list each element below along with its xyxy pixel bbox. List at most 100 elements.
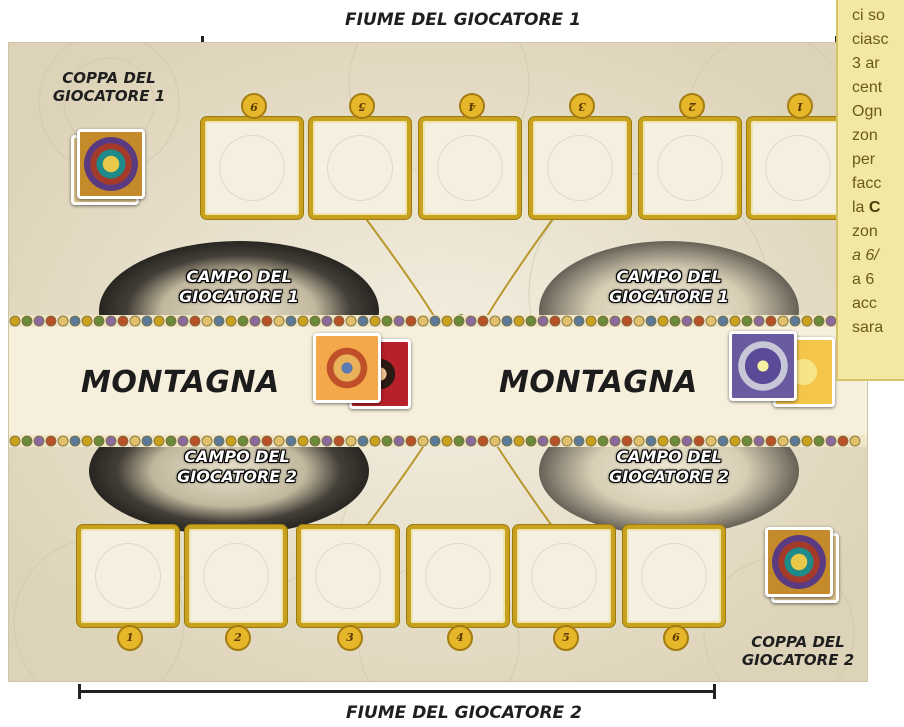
bead — [93, 315, 105, 327]
bead — [669, 315, 681, 327]
right-mountain-cards[interactable] — [729, 331, 839, 409]
panel-line: Ogn — [852, 103, 883, 120]
bead — [177, 315, 189, 327]
bead — [549, 435, 561, 447]
bead — [429, 315, 441, 327]
bead — [501, 435, 513, 447]
river-1-slot[interactable] — [419, 117, 521, 219]
left-field-player-1[interactable]: CAMPO DEL GIOCATORE 1 — [159, 267, 319, 307]
bead — [477, 315, 489, 327]
bead — [201, 315, 213, 327]
river-2-slot[interactable] — [77, 525, 179, 627]
right-field-player-2[interactable]: CAMPO DEL GIOCATORE 2 — [589, 447, 749, 487]
bead — [141, 315, 153, 327]
bead — [465, 315, 477, 327]
bead — [453, 315, 465, 327]
right-field-player-1-label: CAMPO DEL GIOCATORE 1 — [609, 267, 729, 306]
bead — [213, 315, 225, 327]
cup-player-2[interactable] — [765, 527, 839, 605]
bead — [285, 315, 297, 327]
bead — [189, 315, 201, 327]
bead — [537, 315, 549, 327]
bead — [609, 315, 621, 327]
bead — [369, 435, 381, 447]
bead — [405, 315, 417, 327]
bead — [249, 315, 261, 327]
bead — [693, 315, 705, 327]
bead — [309, 315, 321, 327]
bead — [789, 315, 801, 327]
panel-line: zon — [852, 223, 878, 240]
bead — [645, 435, 657, 447]
bead — [69, 435, 81, 447]
cup-card-mandala — [765, 527, 833, 597]
bead — [573, 315, 585, 327]
bead — [345, 315, 357, 327]
bead — [345, 435, 357, 447]
river-2-slot[interactable] — [623, 525, 725, 627]
river-2-number: 2 — [225, 625, 251, 651]
panel-line: ciasc — [852, 31, 889, 48]
bead — [597, 435, 609, 447]
bead — [129, 315, 141, 327]
river-1-slot[interactable] — [201, 117, 303, 219]
river-2-slot[interactable] — [407, 525, 509, 627]
river-1-number: 5 — [349, 93, 375, 119]
panel-line: sara — [852, 319, 884, 336]
bead — [537, 435, 549, 447]
bead — [201, 435, 213, 447]
mountain-band — [9, 323, 867, 435]
bead — [585, 315, 597, 327]
bead — [249, 435, 261, 447]
left-field-player-2-label: CAMPO DEL GIOCATORE 2 — [177, 447, 297, 486]
bead — [753, 315, 765, 327]
river-2-slot[interactable] — [185, 525, 287, 627]
right-field-player-1[interactable]: CAMPO DEL GIOCATORE 1 — [589, 267, 749, 307]
river-1-slot[interactable] — [309, 117, 411, 219]
bottom-bead-border — [9, 435, 867, 447]
bead — [693, 435, 705, 447]
bead — [165, 435, 177, 447]
top-bead-border — [9, 315, 867, 327]
bead — [357, 435, 369, 447]
bead — [729, 435, 741, 447]
panel-line: acc — [852, 295, 877, 312]
river-2-slot[interactable] — [297, 525, 399, 627]
bead — [513, 435, 525, 447]
river-1-number: 3 — [569, 93, 595, 119]
bead — [717, 435, 729, 447]
bead — [789, 435, 801, 447]
bead — [837, 435, 849, 447]
bead — [45, 435, 57, 447]
left-field-player-2[interactable]: CAMPO DEL GIOCATORE 2 — [157, 447, 317, 487]
mountain-card-orange — [313, 333, 381, 403]
bead — [777, 435, 789, 447]
bead — [21, 315, 33, 327]
bead — [129, 435, 141, 447]
bead — [741, 435, 753, 447]
panel-line: ci so — [852, 7, 885, 24]
river-1-slot[interactable] — [747, 117, 849, 219]
bead — [417, 435, 429, 447]
bead — [153, 315, 165, 327]
bead — [69, 315, 81, 327]
left-field-player-1-label: CAMPO DEL GIOCATORE 1 — [179, 267, 299, 306]
bead — [237, 315, 249, 327]
left-mountain-cards[interactable] — [313, 333, 413, 411]
river-title-player-1: FIUME DEL GIOCATORE 1 — [345, 10, 581, 30]
bead — [105, 435, 117, 447]
river-1-slot[interactable] — [529, 117, 631, 219]
bead — [513, 315, 525, 327]
river-1-number: 1 — [787, 93, 813, 119]
river-1-slot[interactable] — [639, 117, 741, 219]
cup-label-player-1: COPPA DEL GIOCATORE 1 — [49, 69, 169, 105]
panel-line: 3 ar — [852, 55, 880, 72]
instruction-panel: ci so ciasc 3 ar cent Ogn zon per facc l… — [836, 0, 904, 381]
bead — [21, 435, 33, 447]
bead — [633, 315, 645, 327]
cup-player-1[interactable] — [71, 129, 145, 207]
river-2-slot[interactable] — [513, 525, 615, 627]
cup-label-player-2: COPPA DEL GIOCATORE 2 — [733, 633, 863, 669]
bead — [657, 315, 669, 327]
mountain-card-purple — [729, 331, 797, 401]
